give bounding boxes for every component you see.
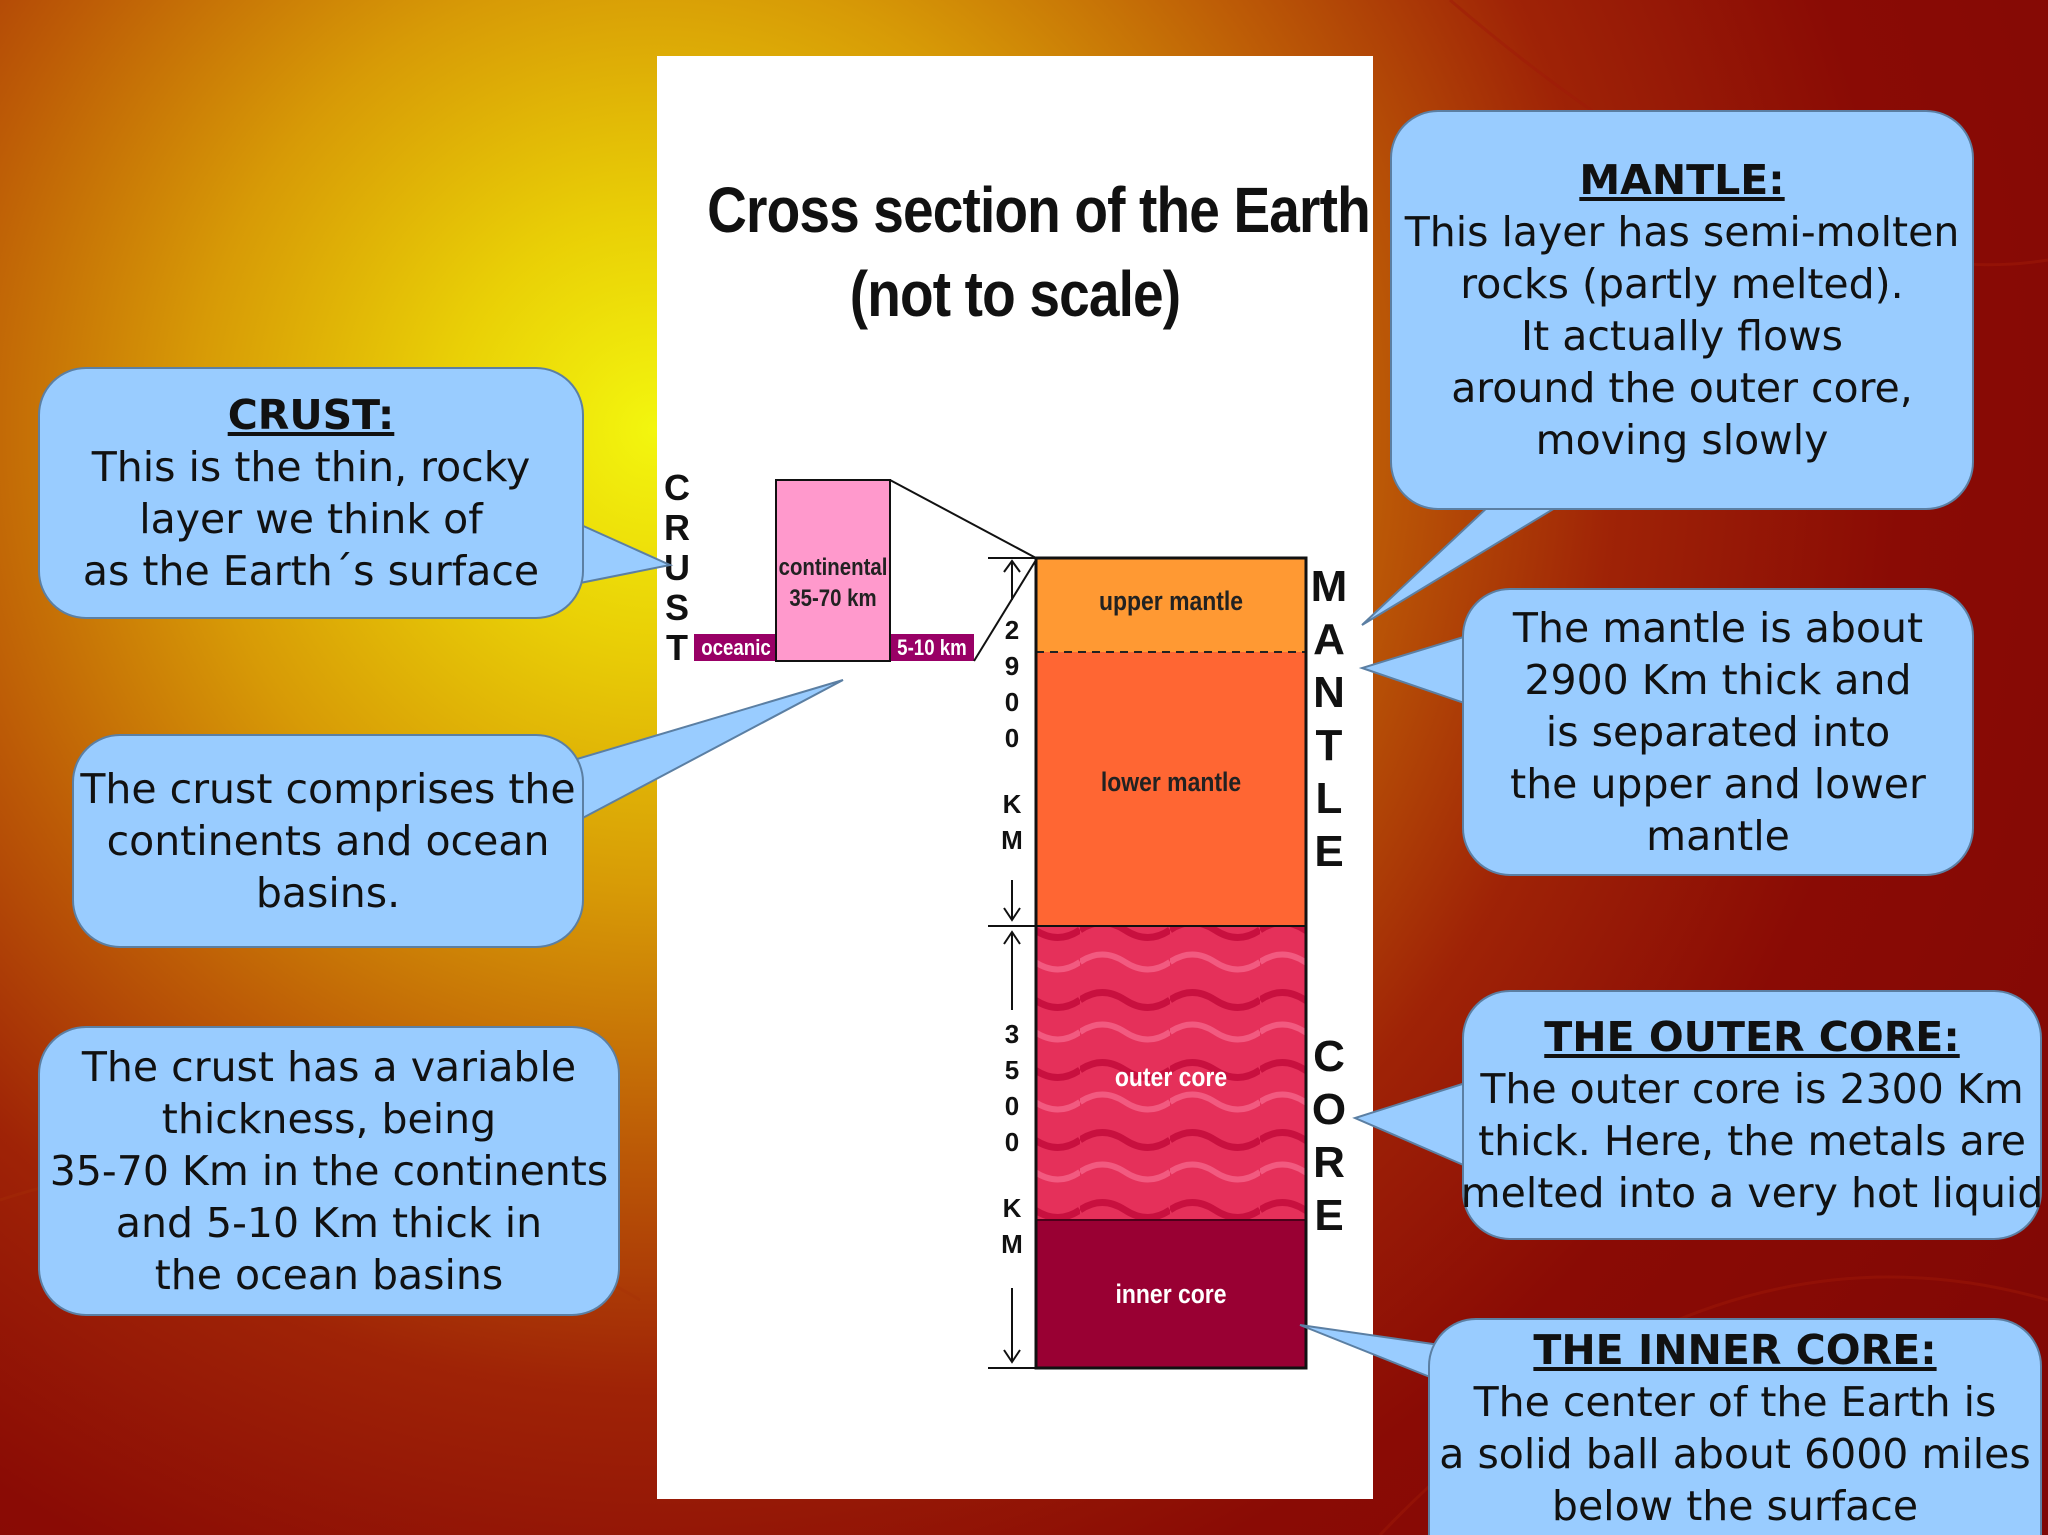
inner-core-callout-line: below the surface bbox=[1551, 1481, 1919, 1530]
mantle-callout: MANTLE: This layer has semi-molten rocks… bbox=[1390, 110, 1974, 510]
mantle-vertical-letter: N bbox=[1313, 668, 1345, 717]
inner-core-callout-line: The center of the Earth is bbox=[1473, 1377, 1997, 1426]
crust-comprises-line: continents and ocean bbox=[106, 817, 550, 865]
continental-crust-block bbox=[775, 479, 891, 662]
mantle-callout-line: around the outer core, bbox=[1451, 364, 1913, 412]
mantle-thickness-line: is separated into bbox=[1545, 708, 1891, 756]
crust-comprises-line: basins. bbox=[255, 869, 401, 917]
mantle-thickness-line: 2900 Km thick and bbox=[1524, 656, 1912, 704]
mantle-vertical-letter: A bbox=[1313, 615, 1345, 664]
core-depth-char: 5 bbox=[1004, 1055, 1020, 1085]
crust-vertical-letter: S bbox=[664, 587, 689, 628]
mantle-callout-title: MANTLE: bbox=[1579, 156, 1785, 204]
oceanic-thickness-label: 5-10 km bbox=[897, 637, 967, 661]
core-depth-char: 0 bbox=[1004, 1091, 1020, 1121]
inner-core-layer bbox=[1036, 1220, 1306, 1368]
inner-core-callout-title: THE INNER CORE: bbox=[1533, 1325, 1937, 1374]
crust-callout-line: layer we think of bbox=[139, 495, 483, 543]
core-vertical-letter: E bbox=[1314, 1191, 1344, 1240]
mantle-depth-char: 0 bbox=[1004, 723, 1020, 753]
mantle-vertical-letter: E bbox=[1314, 827, 1344, 876]
inner-core-callout: THE INNER CORE: The center of the Earth … bbox=[1428, 1318, 2042, 1535]
outer-core-callout-line: melted into a very hot liquid bbox=[1460, 1169, 2044, 1217]
zoom-line-bottom bbox=[973, 559, 1037, 662]
crust-comprises-line: The crust comprises the bbox=[80, 765, 576, 813]
crust-thickness-callout: The crust has a variable thickness, bein… bbox=[38, 1026, 620, 1316]
mantle-depth-char: 2 bbox=[1004, 615, 1020, 645]
inner-core-label: inner core bbox=[1115, 1279, 1227, 1309]
outer-core-layer bbox=[1036, 926, 1306, 1220]
mantle-depth-char: 9 bbox=[1004, 651, 1020, 681]
diagram-subtitle-line: (not to scale) bbox=[849, 258, 1181, 330]
crust-callout-line: This is the thin, rocky bbox=[91, 443, 531, 491]
mantle-vertical-letter: L bbox=[1315, 774, 1343, 823]
crust-callout: CRUST: This is the thin, rocky layer we … bbox=[38, 367, 584, 619]
outer-core-callout: THE OUTER CORE: The outer core is 2300 K… bbox=[1460, 990, 2044, 1240]
mantle-thickness-line: The mantle is about bbox=[1512, 604, 1924, 652]
diagram-title: Cross section of the Earth (not to scale… bbox=[707, 168, 1371, 336]
mantle-thickness-line: mantle bbox=[1646, 812, 1790, 860]
mantle-depth-char: M bbox=[1001, 825, 1023, 855]
continental-thickness-label: 35-70 km bbox=[789, 584, 876, 611]
zoom-line-top bbox=[889, 479, 1037, 559]
crust-vertical-letter: T bbox=[666, 627, 688, 668]
crust-thickness-line: 35-70 Km in the continents bbox=[49, 1147, 609, 1195]
mantle-vertical-letter: M bbox=[1310, 562, 1348, 611]
lower-mantle-label: lower mantle bbox=[1100, 767, 1242, 797]
continental-label: continental bbox=[779, 553, 888, 580]
crust-callout-line: as the Earth´s surface bbox=[82, 547, 540, 595]
mantle-arrowheads bbox=[1003, 559, 1021, 922]
outer-core-callout-line: The outer core is 2300 Km bbox=[1480, 1065, 2024, 1113]
core-vertical-letter: R bbox=[1313, 1138, 1345, 1187]
crust-thickness-line: and 5-10 Km thick in bbox=[115, 1199, 543, 1247]
crust-thickness-line: The crust has a variable bbox=[81, 1043, 577, 1091]
outer-core-label: outer core bbox=[1114, 1062, 1228, 1092]
mantle-depth-char: 0 bbox=[1004, 687, 1020, 717]
core-depth-char: 3 bbox=[1004, 1019, 1020, 1049]
upper-mantle-label: upper mantle bbox=[1098, 586, 1244, 616]
outer-core-callout-title: THE OUTER CORE: bbox=[1544, 1013, 1960, 1061]
mantle-thickness-callout: The mantle is about 2900 Km thick and is… bbox=[1462, 588, 1974, 876]
inner-core-callout-line: a solid ball about 6000 miles bbox=[1439, 1429, 2031, 1478]
mantle-callout-line: This layer has semi-molten bbox=[1404, 208, 1960, 256]
crust-callout-title: CRUST: bbox=[227, 391, 395, 439]
core-depth-char: M bbox=[1001, 1229, 1023, 1259]
mantle-vertical-letter: T bbox=[1315, 721, 1343, 770]
crust-vertical-letter: U bbox=[664, 547, 690, 588]
core-depth-char: K bbox=[1002, 1193, 1022, 1223]
mantle-callout-line: moving slowly bbox=[1535, 416, 1829, 464]
mantle-depth-char: K bbox=[1002, 789, 1022, 819]
core-vertical-letter: C bbox=[1313, 1032, 1345, 1081]
mantle-thickness-line: the upper and lower bbox=[1510, 760, 1926, 808]
lower-mantle-layer bbox=[1036, 652, 1306, 926]
layers-outline bbox=[1034, 556, 1308, 1370]
mantle-callout-line: rocks (partly melted). bbox=[1460, 260, 1904, 308]
upper-mantle-layer bbox=[1036, 558, 1306, 652]
crust-vertical-letter: R bbox=[664, 507, 690, 548]
outer-core-callout-line: thick. Here, the metals are bbox=[1478, 1117, 2026, 1165]
oceanic-label: oceanic bbox=[701, 637, 771, 661]
diagram-title-line: Cross section of the Earth bbox=[707, 174, 1371, 246]
mantle-callout-line: It actually flows bbox=[1521, 312, 1843, 360]
crust-comprises-callout: The crust comprises the continents and o… bbox=[72, 734, 584, 948]
core-vertical-letter: O bbox=[1311, 1085, 1347, 1134]
crust-thickness-line: thickness, being bbox=[161, 1095, 497, 1143]
crust-vertical-letter: C bbox=[664, 467, 690, 508]
crust-thickness-line: the ocean basins bbox=[154, 1251, 504, 1299]
core-depth-char: 0 bbox=[1004, 1127, 1020, 1157]
core-arrowheads bbox=[1003, 930, 1021, 1364]
